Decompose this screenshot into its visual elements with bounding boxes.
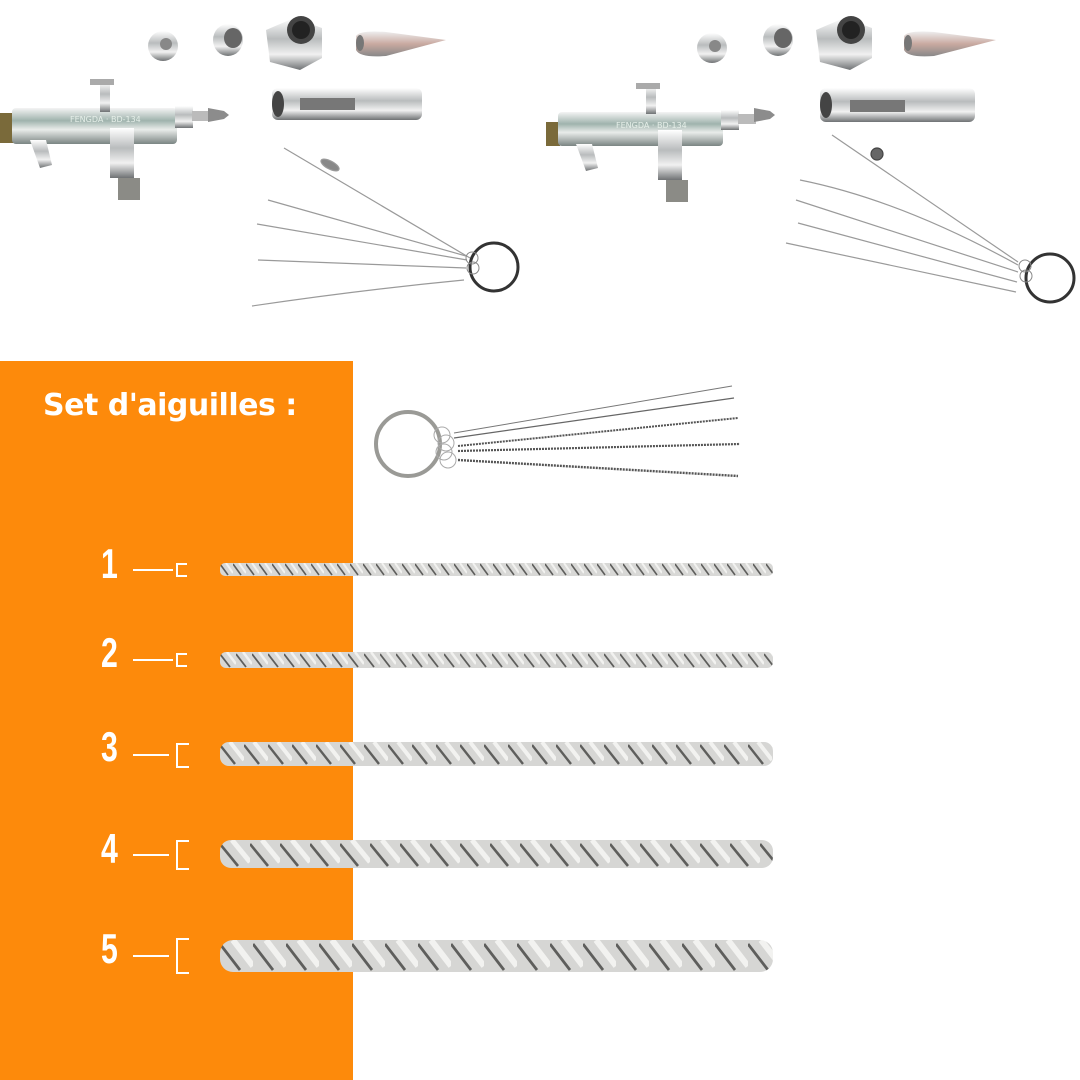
nozzle-caps	[148, 16, 322, 70]
twisted-needle-rope-5	[220, 940, 773, 972]
cleaning-needle-set	[251, 147, 520, 307]
size-bracket-icon	[133, 840, 189, 870]
size-label-3: 3	[101, 723, 118, 770]
section-title: Set d'aiguilles :	[43, 388, 297, 423]
twisted-needle-rope-2	[220, 652, 773, 668]
airbrush-kit-illustration: FENGDA · BD-134	[546, 16, 1076, 304]
handle-tube	[820, 88, 975, 122]
cleaning-needle-set	[785, 134, 1076, 304]
airbrush-kit-illustration: FENGDA · BD-134	[0, 16, 520, 307]
svg-text:FENGDA · BD-134: FENGDA · BD-134	[616, 121, 687, 130]
size-label-2: 2	[101, 629, 118, 676]
airbrush-gun: FENGDA · BD-134	[0, 79, 229, 200]
airbrush-kit-photo-left: FENGDA · BD-134	[0, 0, 540, 330]
size-label-5: 5	[101, 925, 118, 972]
size-bracket-icon	[133, 938, 189, 974]
size-label-1: 1	[101, 540, 118, 587]
airbrush-gun: FENGDA · BD-134	[546, 83, 775, 202]
size-bracket-icon	[133, 743, 189, 768]
needle-set-on-ring	[368, 378, 748, 488]
nozzle-caps	[697, 16, 872, 70]
svg-text:FENGDA · BD-134: FENGDA · BD-134	[70, 115, 141, 124]
size-bracket-icon	[133, 653, 187, 667]
key-ring-needles-illustration	[374, 385, 741, 478]
twisted-needle-rope-1	[220, 563, 773, 576]
needle-tip-cone	[904, 31, 996, 57]
size-bracket-icon	[133, 563, 187, 577]
twisted-needle-rope-3	[220, 742, 773, 766]
twisted-needle-rope-4	[220, 840, 773, 868]
needle-tip-cone	[356, 31, 446, 57]
airbrush-kit-photo-right: FENGDA · BD-134	[540, 0, 1080, 330]
handle-tube	[272, 88, 422, 120]
size-label-4: 4	[101, 825, 118, 872]
